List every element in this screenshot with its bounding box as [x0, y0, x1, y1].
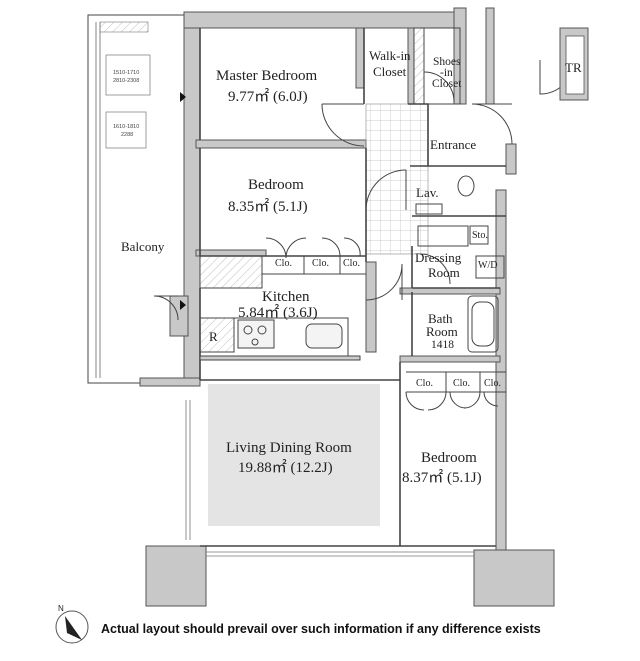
kitchen-fixtures — [199, 255, 361, 361]
kitchen-area: 5.84㎡ (3.6J) — [238, 305, 318, 321]
master-bedroom-area: 9.77㎡ (6.0J) — [228, 89, 308, 105]
kitchen-name: Kitchen — [262, 289, 310, 305]
window-size-lower-2: 2288 — [121, 132, 134, 138]
shoes-closet-label-2: -in — [440, 67, 453, 79]
disclaimer-text: Actual layout should prevail over such i… — [101, 622, 541, 636]
entry-arrows — [180, 92, 186, 310]
shoes-closet-label-3: Closet — [432, 78, 462, 90]
exterior-walls — [139, 7, 555, 607]
bath-room-size: 1418 — [431, 339, 454, 351]
balcony-label: Balcony — [121, 239, 165, 254]
dressing-room-label-1: Dressing — [415, 250, 462, 265]
bath-room-label-2: Room — [426, 324, 458, 339]
interior-walls — [199, 28, 506, 547]
walk-in-closet-label-2: Closet — [373, 64, 407, 79]
living-room-floor — [208, 384, 380, 526]
south-closet-doors — [405, 371, 506, 411]
storage-label: Sto. — [472, 230, 488, 241]
bedroom-south-area: 8.37㎡ (5.1J) — [402, 470, 482, 486]
north-closet-3: Clo. — [343, 258, 360, 269]
bedroom-north-area: 8.35㎡ (5.1J) — [228, 199, 308, 215]
south-closet-2: Clo. — [453, 378, 470, 389]
bedroom-south-name: Bedroom — [421, 450, 477, 466]
window-size-upper-1: 1510-1710 — [113, 70, 140, 76]
north-closet-1: Clo. — [275, 258, 292, 269]
living-dining-name: Living Dining Room — [226, 440, 352, 456]
wet-area-fixtures — [415, 175, 505, 353]
entrance-label: Entrance — [430, 137, 477, 152]
south-closet-3: Clo. — [484, 378, 501, 389]
trunk-room — [559, 27, 589, 101]
refrigerator-label: R — [209, 329, 218, 344]
living-dining-area: 19.88㎡ (12.2J) — [238, 460, 333, 476]
compass — [55, 610, 89, 644]
master-bedroom-name: Master Bedroom — [216, 68, 318, 84]
balcony-area — [87, 14, 185, 384]
shoes-closet-walls — [413, 27, 461, 105]
south-closet-1: Clo. — [416, 378, 433, 389]
shoes-closet-label-1: Shoes — [433, 56, 461, 68]
lav-label: Lav. — [416, 185, 439, 200]
north-closet-2: Clo. — [312, 258, 329, 269]
entrance-tile-floor — [365, 103, 429, 255]
south-windows — [185, 400, 474, 557]
trunk-room-label: TR — [565, 60, 582, 75]
compass-north-label: N — [58, 604, 64, 613]
walk-in-closet-label-1: Walk-in — [369, 48, 411, 63]
bedroom-north-name: Bedroom — [248, 177, 304, 193]
window-size-lower-1: 1610-1810 — [113, 124, 140, 130]
bath-room-label-1: Bath — [428, 311, 453, 326]
window-size-upper-2: 2810-2308 — [113, 78, 140, 84]
dressing-room-label-2: Room — [428, 265, 460, 280]
washer-dryer-label: W/D — [478, 260, 498, 271]
